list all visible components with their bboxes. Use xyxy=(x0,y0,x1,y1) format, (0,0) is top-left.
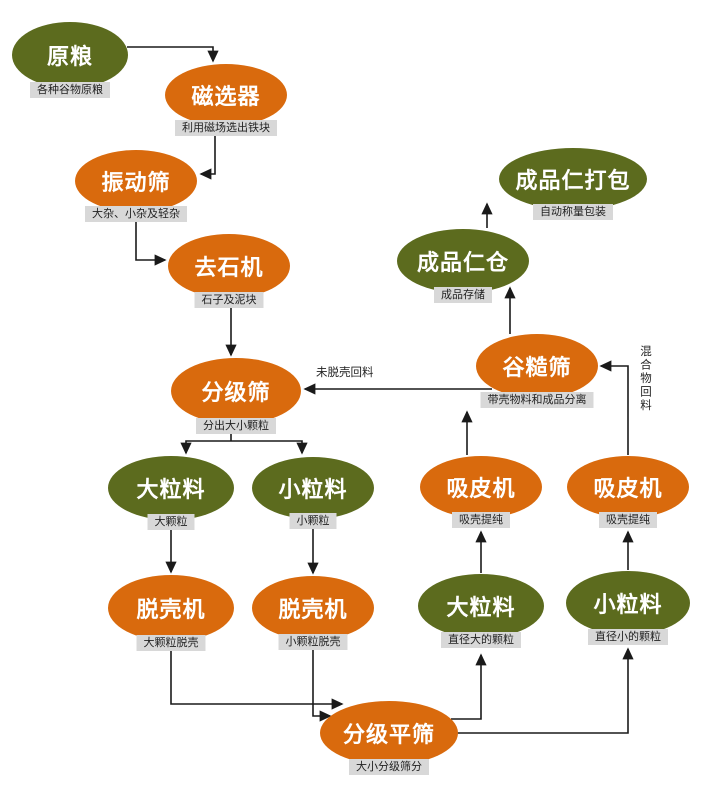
annotation-mixture-return: 混合物回料 xyxy=(639,345,651,413)
node-small-particles-right: 小粒料 直径小的颗粒 xyxy=(566,571,690,645)
node-ellipse: 成品仁仓 xyxy=(397,229,529,293)
node-ellipse: 成品仁打包 xyxy=(499,148,647,210)
node-husk-suction-right: 吸皮机 吸壳提纯 xyxy=(567,456,689,528)
node-sublabel: 大颗粒脱壳 xyxy=(136,635,206,651)
node-vibrating-screen: 振动筛 大杂、小杂及轻杂 xyxy=(75,150,197,222)
node-sublabel: 分出大小颗粒 xyxy=(196,418,276,434)
node-label: 大粒料 xyxy=(446,595,516,620)
node-label: 成品仁打包 xyxy=(515,168,631,193)
node-sublabel: 直径小的颗粒 xyxy=(588,629,668,645)
node-ellipse: 谷糙筛 xyxy=(476,334,598,398)
node-sublabel: 直径大的颗粒 xyxy=(441,632,521,648)
arrow-suction-right-to-paddy xyxy=(599,360,629,455)
node-large-particles-left: 大粒料 大颗粒 xyxy=(108,456,234,530)
node-husk-suction-left: 吸皮机 吸壳提纯 xyxy=(420,456,542,528)
node-kernel-packing: 成品仁打包 自动称量包装 xyxy=(499,148,647,220)
node-ellipse: 振动筛 xyxy=(75,150,197,212)
node-sublabel: 小颗粒 xyxy=(289,513,337,529)
node-label: 原粮 xyxy=(46,44,93,69)
node-label: 成品仁仓 xyxy=(416,250,509,275)
node-sublabel: 小颗粒脱壳 xyxy=(278,634,348,650)
node-label: 脱壳机 xyxy=(136,597,206,622)
node-ellipse: 去石机 xyxy=(168,234,290,298)
node-label: 磁选器 xyxy=(191,84,261,109)
node-husker-small: 脱壳机 小颗粒脱壳 xyxy=(252,576,374,650)
node-sublabel: 石子及泥块 xyxy=(194,292,264,308)
node-label: 小粒料 xyxy=(593,592,663,617)
node-sublabel: 吸壳提纯 xyxy=(599,512,657,528)
node-large-particles-right: 大粒料 直径大的颗粒 xyxy=(418,574,544,648)
node-label: 谷糙筛 xyxy=(502,355,572,380)
node-husker-large: 脱壳机 大颗粒脱壳 xyxy=(108,575,234,651)
arrow-magnetic-to-vibrating xyxy=(199,127,216,180)
node-sublabel: 大小分级筛分 xyxy=(349,759,429,775)
node-sublabel: 大颗粒 xyxy=(147,514,195,530)
node-ellipse: 吸皮机 xyxy=(567,456,689,518)
node-ellipse: 吸皮机 xyxy=(420,456,542,518)
node-ellipse: 大粒料 xyxy=(418,574,544,638)
node-ellipse: 小粒料 xyxy=(566,571,690,635)
node-sublabel: 自动称量包装 xyxy=(533,204,613,220)
node-small-particles-left: 小粒料 小颗粒 xyxy=(252,457,374,529)
node-ellipse: 小粒料 xyxy=(252,457,374,519)
node-destoner: 去石机 石子及泥块 xyxy=(168,234,290,308)
node-label: 分级平筛 xyxy=(342,722,435,747)
arrow-grading-to-small-left xyxy=(231,440,308,455)
arrow-grading-to-large-left xyxy=(180,440,231,455)
node-sublabel: 利用磁场选出铁块 xyxy=(175,120,277,136)
node-magnetic-separator: 磁选器 利用磁场选出铁块 xyxy=(165,64,287,136)
arrow-husker-small-to-flat xyxy=(312,641,332,722)
node-label: 吸皮机 xyxy=(446,476,516,501)
arrow-flat-to-large-right xyxy=(451,653,487,720)
node-sublabel: 带壳物料和成品分离 xyxy=(480,392,594,408)
node-grading-flat-screen: 分级平筛 大小分级筛分 xyxy=(320,701,458,775)
node-label: 分级筛 xyxy=(201,380,271,405)
node-ellipse: 磁选器 xyxy=(165,64,287,126)
node-ellipse: 原粮 xyxy=(12,22,128,88)
node-sublabel: 各种谷物原粮 xyxy=(30,82,110,98)
node-label: 脱壳机 xyxy=(278,597,348,622)
node-ellipse: 分级平筛 xyxy=(320,701,458,765)
node-paddy-screen: 谷糙筛 带壳物料和成品分离 xyxy=(476,334,598,408)
node-label: 大粒料 xyxy=(136,477,206,502)
arrow-flat-to-small-right xyxy=(455,647,634,734)
arrow-husker-large-to-flat xyxy=(170,642,344,710)
node-ellipse: 大粒料 xyxy=(108,456,234,520)
node-label: 去石机 xyxy=(194,255,264,280)
node-grading-screen: 分级筛 分出大小颗粒 xyxy=(171,358,301,434)
node-label: 振动筛 xyxy=(101,170,171,195)
node-ellipse: 脱壳机 xyxy=(108,575,234,641)
node-sublabel: 大杂、小杂及轻杂 xyxy=(85,206,187,222)
node-label: 吸皮机 xyxy=(593,476,663,501)
node-sublabel: 成品存储 xyxy=(434,287,492,303)
arrow-vibrating-to-destoner xyxy=(135,213,167,266)
arrow-raw-to-magnetic xyxy=(127,46,219,63)
node-ellipse: 脱壳机 xyxy=(252,576,374,640)
annotation-unhulled-return: 未脱壳回料 xyxy=(316,367,374,379)
node-label: 小粒料 xyxy=(278,477,348,502)
node-kernel-bin: 成品仁仓 成品存储 xyxy=(397,229,529,303)
node-sublabel: 吸壳提纯 xyxy=(452,512,510,528)
node-ellipse: 分级筛 xyxy=(171,358,301,424)
node-raw-grain: 原粮 各种谷物原粮 xyxy=(12,22,128,98)
